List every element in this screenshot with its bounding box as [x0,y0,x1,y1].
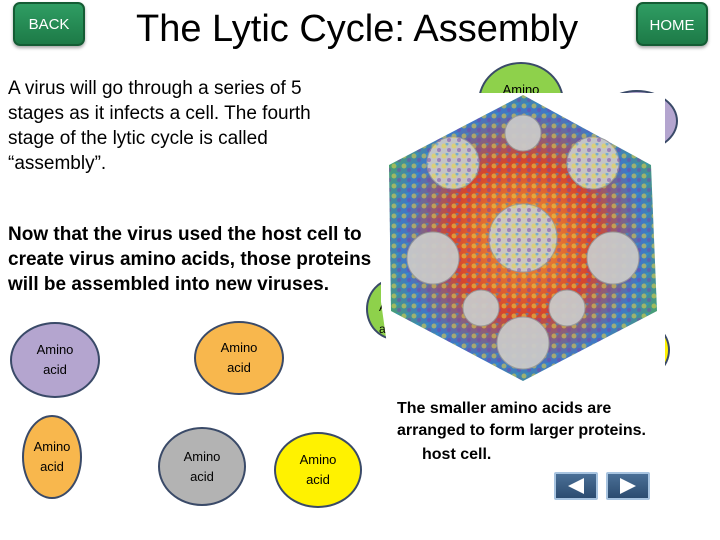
amino-acid-label: Amino acid [36,342,74,377]
page-title: The Lytic Cycle: Assembly [136,8,579,50]
next-button[interactable] [606,472,650,500]
amino-acid-orange-2[interactable]: Amino acid [22,415,82,499]
amino-acid-label: Amino acid [299,452,337,487]
amino-acid-label: Amino acid [183,448,221,484]
amino-acid-gray[interactable]: Amino acid [158,427,246,506]
caption-line-2: arranged to form larger proteins. [397,422,646,439]
amino-acid-label: Amino acid [33,439,71,474]
caption-line-3: host cell. [422,446,492,463]
back-button[interactable]: BACK [13,2,85,46]
amino-acid-label-partial: a [379,322,386,336]
amino-acid-label: Amino acid [220,340,258,375]
virus-capsid-image [381,93,665,383]
intro-paragraph: A virus will go through a series of 5 st… [8,78,311,174]
caption-line-1: The smaller amino acids are [397,400,612,417]
amino-acid-yellow[interactable]: Amino acid [274,432,362,508]
assembly-caption: The smaller amino acids are arranged to … [397,398,677,442]
previous-button[interactable] [554,472,598,500]
home-button[interactable]: HOME [636,2,708,46]
amino-acid-orange[interactable]: Amino acid [194,321,284,395]
play-left-icon [568,478,584,494]
amino-acid-purple[interactable]: Amino acid [10,322,100,398]
play-right-icon [620,478,636,494]
assembly-paragraph: Now that the virus used the host cell to… [8,224,372,295]
